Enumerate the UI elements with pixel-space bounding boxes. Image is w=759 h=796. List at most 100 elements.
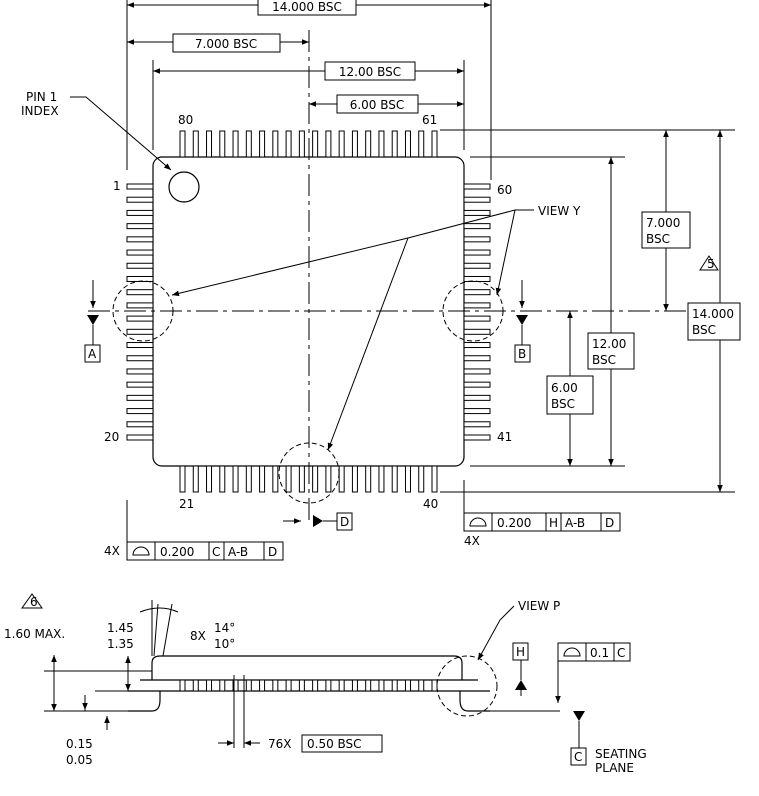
lead [463,355,491,362]
dim-overall-width: 14.000 BSC [272,0,342,14]
dim-half-body-height-value: 6.00 [551,381,578,395]
view-p-leader [477,605,515,661]
lead [463,262,491,269]
angle-ref-line [162,603,173,657]
view-p-detail-circle [436,655,498,717]
lead [463,408,491,415]
lead [126,355,154,362]
lead [219,465,226,493]
body-thickness-max: 1.45 [107,621,134,635]
seating-plane-line1: SEATING [595,747,647,761]
pin-number-40: 40 [423,497,438,511]
lead [259,679,266,692]
datum-c-label: C [574,750,582,764]
datum-a-box [84,344,101,363]
lead [463,196,491,203]
lead [126,408,154,415]
fcf-right-tol: 0.200 [497,516,531,530]
standoff-min: 0.05 [66,753,93,767]
lead [338,130,345,158]
dim-box [641,211,691,249]
lead [391,679,398,692]
lead [463,368,491,375]
top-view: 14.000 BSC 7.000 BSC 12.00 BSC 6.00 BSC … [21,0,741,561]
dim-half-overall-height-value: 7.000 [646,216,680,230]
datum-c-box [570,747,587,766]
lead [351,465,358,493]
pin-number-60: 60 [497,183,512,197]
datum-d-label: D [340,515,349,529]
side-view: 6 1.60 MAX. 1.45 1.35 0.15 0.05 8X 14° 1… [4,593,647,775]
fcf-right-count: 4X [464,534,480,548]
lead [351,679,358,692]
lead [378,679,385,692]
dim-half-overall-height-bsc: BSC [646,232,670,246]
lead [126,289,154,296]
datum-d-box [336,512,353,531]
profile-surface-icon [469,517,487,527]
lead [126,236,154,243]
dim-half-body-height-bsc: BSC [551,397,575,411]
leads-top-row [179,130,438,158]
flatness-tol: 0.1 [590,646,609,660]
pin-number-20: 20 [104,430,119,444]
fcf-left-tol: 0.200 [160,545,194,559]
note-6-number: 6 [30,595,38,609]
lead [463,421,491,428]
fcf-right-d1: H [549,516,558,530]
lead [126,368,154,375]
lead [298,465,305,493]
note-5-triangle [699,255,719,271]
angle-ref-line [153,603,159,657]
dim-body-width: 12.00 BSC [339,65,401,79]
lead [312,465,319,493]
lead [325,679,332,692]
lead [365,130,372,158]
datum-d-flag [313,515,323,527]
note-6-triangle [21,593,43,609]
lead [192,130,199,158]
lead [463,249,491,256]
side-lead-left [128,691,161,712]
lead [126,183,154,190]
pin-number-61: 61 [422,113,437,127]
lead [463,183,491,190]
lead [126,434,154,441]
lead [431,679,438,692]
side-lead-row [179,679,438,692]
lead [285,465,292,493]
datum-a-label: A [88,347,97,361]
datum-h-label: H [516,645,525,659]
lead [463,209,491,216]
lead [179,465,186,493]
lead [404,679,411,692]
lead [206,465,213,493]
max-height-label: 1.60 MAX. [4,627,65,641]
view-y-leader [495,209,516,296]
lead [463,302,491,309]
lead [418,679,425,692]
pin-number-41: 41 [497,430,512,444]
datum-b-box [514,344,531,363]
lead [126,196,154,203]
fcf-left-frame [126,541,284,561]
datum-a-flag [87,315,99,325]
view-y-detail-circle-left [112,280,174,342]
lead [192,465,199,493]
lead [206,679,213,692]
lead [232,679,239,692]
datum-h-flag [515,680,527,690]
lead [312,679,319,692]
lead [463,342,491,349]
fcf-right-d2: A-B [565,516,585,530]
pitch-value: 0.50 BSC [307,737,362,751]
pin-number-80: 80 [178,113,193,127]
lead [192,679,199,692]
leads-bottom-row [179,465,438,493]
lead [285,130,292,158]
lead [126,328,154,335]
dim-box [257,0,357,16]
lead [126,302,154,309]
lead [179,130,186,158]
lead [463,381,491,388]
